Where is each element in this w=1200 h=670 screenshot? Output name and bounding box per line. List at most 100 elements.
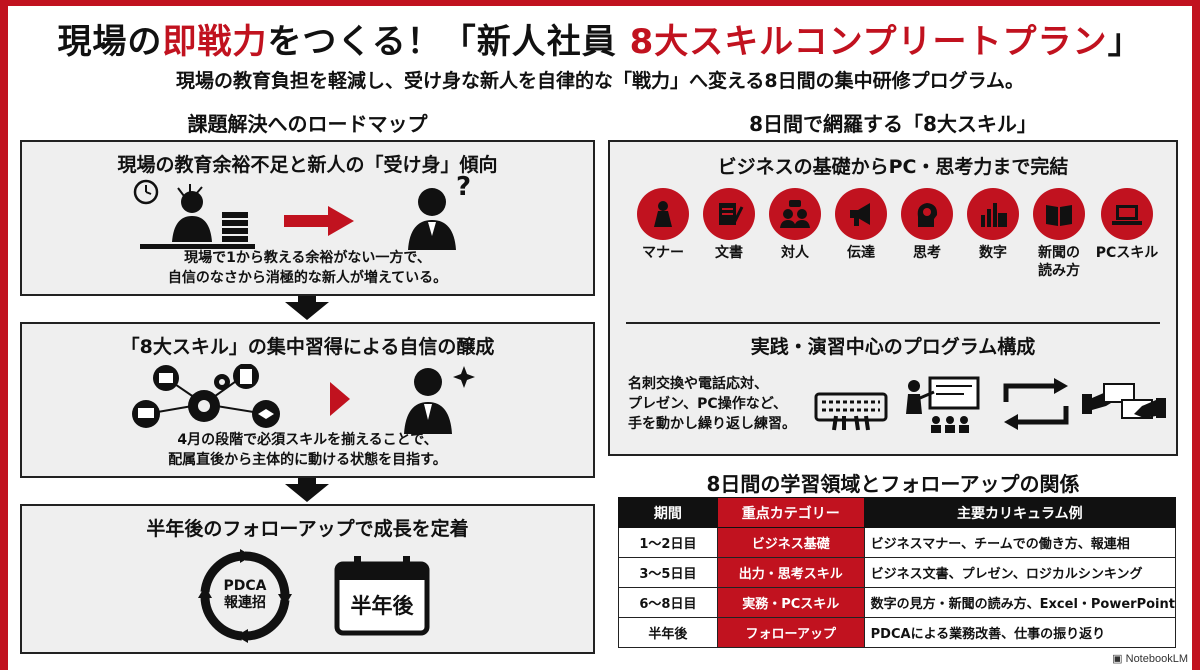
red-chevron-right-icon xyxy=(330,382,350,416)
brand-name: NotebookLM xyxy=(1125,653,1188,665)
questioning-newcomer-icon xyxy=(408,188,456,250)
confident-newcomer-icon xyxy=(404,366,475,434)
table-row: 3〜5日目 出力・思考スキル ビジネス文書、プレゼン、ロジカルシンキング xyxy=(618,557,1177,588)
skill-interpersonal: 対人 xyxy=(760,188,830,262)
skill-label: 文書 xyxy=(715,245,743,261)
calendar-label: 半年後 xyxy=(350,594,414,618)
right-accent-bar xyxy=(1192,0,1200,670)
step-3-title: 半年後のフォローアップで成長を定着 xyxy=(146,518,469,540)
table-row: 半年後 フォローアップ PDCAによる業務改善、仕事の振り返り xyxy=(618,617,1177,648)
pdca-cycle-icon xyxy=(198,549,292,643)
roadmap-step-1: 現場の教育余裕不足と新人の「受け身」傾向 ? 現場で1から教える余裕がない一方で… xyxy=(20,140,595,296)
category-cell: 出力・思考スキル xyxy=(716,557,865,588)
category-cell: 実務・PCスキル xyxy=(716,587,865,618)
newspaper-icon xyxy=(1033,188,1085,240)
skill-label: 数字 xyxy=(979,245,1007,261)
skills-panel: ビジネスの基礎からPC・思考力まで完結 マナー 文書 対人 伝達 思考 数字 xyxy=(608,140,1178,456)
title-highlight-1: 即戦力 xyxy=(162,22,268,62)
period-cell: 6〜8日目 xyxy=(618,587,718,618)
calendar-icon xyxy=(334,556,430,636)
roadmap-step-3: 半年後のフォローアップで成長を定着 PDCA 報連招 半年後 xyxy=(20,504,595,654)
step-1-text-line-1: 現場で1から教える余裕がない一方で、 xyxy=(184,250,431,266)
skill-label: PCスキル xyxy=(1095,245,1159,261)
left-accent-bar xyxy=(0,0,8,670)
page-subtitle: 現場の教育負担を軽減し、受け身な新人を自律的な「戦力」へ変える8日間の集中研修プ… xyxy=(175,70,1025,92)
presentation-icon xyxy=(906,376,980,433)
column-header-curriculum: 主要カリキュラム例 xyxy=(863,497,1177,528)
skill-label: 新聞の 読み方 xyxy=(1038,245,1080,279)
repeat-cycle-icon xyxy=(1003,378,1069,430)
business-card-exchange-icon xyxy=(1082,383,1166,419)
skills-heading: 8日間で網羅する「8大スキル」 xyxy=(749,112,1037,136)
curriculum-cell: ビジネスマナー、チームでの働き方、報連相 xyxy=(863,527,1177,558)
period-cell: 3〜5日目 xyxy=(618,557,718,588)
skill-thinking: 思考 xyxy=(892,188,962,262)
skill-manner: マナー xyxy=(628,188,698,262)
down-arrow-2-stem xyxy=(298,478,316,486)
pdca-line-1: PDCA xyxy=(223,578,267,594)
skill-numbers: 数字 xyxy=(958,188,1028,262)
step-2-title: 「8大スキル」の集中習得による自信の醸成 xyxy=(120,336,495,358)
skills-panel-title: ビジネスの基礎からPC・思考力まで完結 xyxy=(717,156,1069,178)
table-row: 6〜8日目 実務・PCスキル 数字の見方・新聞の読み方、Excel・PowerP… xyxy=(618,587,1177,618)
down-arrow-2 xyxy=(285,484,329,502)
chart-calculator-icon xyxy=(967,188,1019,240)
skill-label: 思考 xyxy=(913,245,941,261)
period-cell: 半年後 xyxy=(618,617,718,648)
curriculum-cell: PDCAによる業務改善、仕事の振り返り xyxy=(863,617,1177,648)
practice-text-line-1: 名刺交換や電話応対、 xyxy=(628,376,768,392)
period-cell: 1〜2日目 xyxy=(618,527,718,558)
document-pen-icon xyxy=(703,188,755,240)
skill-newspaper: 新聞の 読み方 xyxy=(1024,188,1094,280)
laptop-icon xyxy=(1101,188,1153,240)
skill-label: 対人 xyxy=(781,245,809,261)
step-2-text-line-1: 4月の段階で必須スキルを揃えることで、 xyxy=(177,432,438,448)
skill-label: 伝達 xyxy=(847,245,875,261)
table-header-row: 期間 重点カテゴリー 主要カリキュラム例 xyxy=(618,497,1177,528)
step-2-text-line-2: 配属直後から主体的に動ける状態を目指す。 xyxy=(168,452,447,468)
curriculum-cell: ビジネス文書、プレゼン、ロジカルシンキング xyxy=(863,557,1177,588)
step-1-text-line-2: 自信のなさから消極的な新人が増えている。 xyxy=(167,270,448,286)
brand-watermark: ▣ NotebookLM xyxy=(1112,652,1188,665)
category-cell: ビジネス基礎 xyxy=(716,527,865,558)
head-lightbulb-icon xyxy=(901,188,953,240)
relation-table: 期間 重点カテゴリー 主要カリキュラム例 1〜2日目 ビジネス基礎 ビジネスマナ… xyxy=(618,497,1177,648)
skill-communication: 伝達 xyxy=(826,188,896,262)
question-mark: ? xyxy=(456,172,472,202)
megaphone-icon xyxy=(835,188,887,240)
pdca-label: PDCA 報連招 xyxy=(210,578,280,612)
skills-divider xyxy=(626,322,1160,324)
table-row: 1〜2日目 ビジネス基礎 ビジネスマナー、チームでの働き方、報連相 xyxy=(618,527,1177,558)
skill-label: マナー xyxy=(642,245,684,261)
page-title: 現場の即戦力をつくる！「新人社員 8大スキルコンプリートプラン」 xyxy=(0,14,1200,63)
step-1-title: 現場の教育余裕不足と新人の「受け身」傾向 xyxy=(117,154,498,176)
roadmap-step-2: 「8大スキル」の集中習得による自信の醸成 4月の段階で必須スキルを揃えることで、… xyxy=(20,322,595,478)
title-highlight-2: 8大スキルコンプリートプラン xyxy=(629,22,1108,62)
overwhelmed-worker-icon xyxy=(133,179,255,249)
skills-network-icon xyxy=(132,364,280,428)
skill-document: 文書 xyxy=(694,188,764,262)
pdca-line-2: 報連招 xyxy=(224,595,266,611)
down-arrow-1 xyxy=(285,302,329,320)
people-chat-icon xyxy=(769,188,821,240)
practice-text-line-2: プレゼン、PC操作など、 xyxy=(628,396,787,412)
practice-text: 名刺交換や電話応対、 プレゼン、PC操作など、 手を動かし繰り返し練習。 xyxy=(628,374,796,434)
practice-text-line-3: 手を動かし繰り返し練習。 xyxy=(628,416,796,432)
title-part-2: をつくる！「新人社員 xyxy=(267,22,630,62)
practice-title: 実践・演習中心のプログラム構成 xyxy=(750,336,1036,358)
top-accent-bar xyxy=(0,0,1200,6)
column-header-category: 重点カテゴリー xyxy=(716,497,865,528)
curriculum-cell: 数字の見方・新聞の読み方、Excel・PowerPoint xyxy=(863,587,1177,618)
keyboard-typing-icon xyxy=(814,392,888,431)
skill-pc: PCスキル xyxy=(1092,188,1162,262)
roadmap-heading: 課題解決へのロードマップ xyxy=(187,112,428,136)
brand-logo-icon: ▣ xyxy=(1112,653,1126,665)
title-part-3: 」 xyxy=(1107,22,1143,62)
red-arrow-right-icon xyxy=(284,206,354,236)
title-part-1: 現場の xyxy=(57,22,163,62)
bow-person-icon xyxy=(637,188,689,240)
relation-heading: 8日間の学習領域とフォローアップの関係 xyxy=(706,472,1080,496)
down-arrow-1-stem xyxy=(298,296,316,304)
column-header-period: 期間 xyxy=(618,497,718,528)
category-cell: フォローアップ xyxy=(716,617,865,648)
